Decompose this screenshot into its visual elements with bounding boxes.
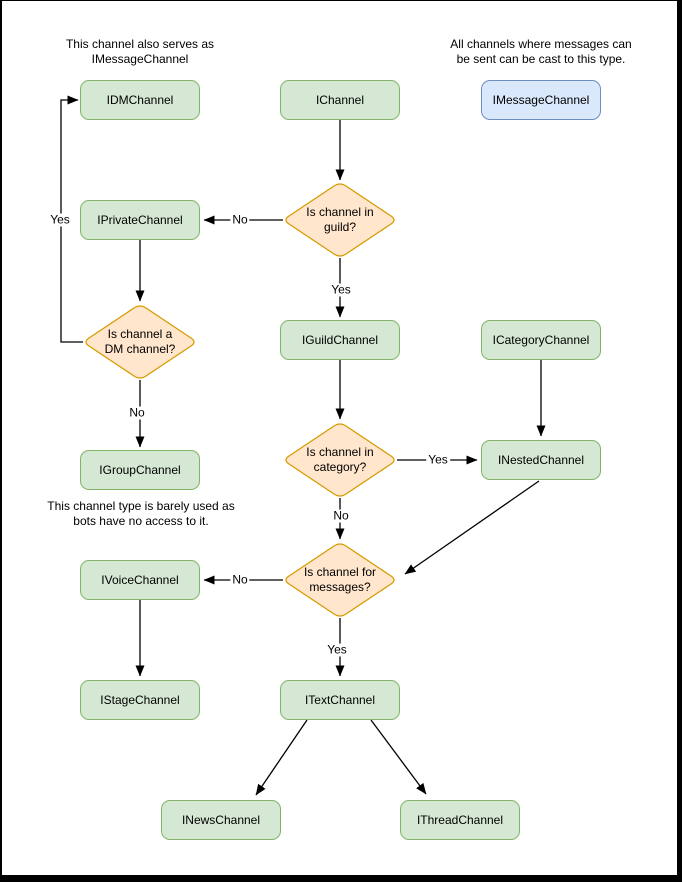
node-igroupchannel-label: IGroupChannel bbox=[99, 463, 181, 477]
node-iprivatechannel: IPrivateChannel bbox=[80, 200, 200, 240]
node-iguildchannel-label: IGuildChannel bbox=[301, 333, 379, 347]
decision-shape-is-channel-in-guild bbox=[285, 183, 395, 257]
node-idmchannel-label: IDMChannel bbox=[106, 93, 174, 107]
decision-is-channel-for-messages: Is channel for messages? bbox=[303, 565, 377, 594]
edge-label-guild-yes: Yes bbox=[329, 282, 353, 297]
decision-shape-is-channel-in-category bbox=[285, 423, 395, 497]
node-ichannel-label: IChannel bbox=[315, 93, 365, 107]
node-istagechannel-label: IStageChannel bbox=[100, 693, 180, 707]
node-ivoicechannel-label: IVoiceChannel bbox=[101, 573, 179, 587]
decision-is-channel-in-guild: Is channel in guild? bbox=[306, 205, 374, 234]
node-inestedchannel-label: INestedChannel bbox=[497, 453, 585, 467]
decision-is-channel-a-dm: Is channel a DM channel? bbox=[104, 327, 176, 356]
edge-label-messages-yes: Yes bbox=[325, 642, 349, 657]
decision-shape-is-channel-a-dm bbox=[85, 305, 195, 379]
note-group-barely-used: This channel type is barely used as bots… bbox=[47, 499, 235, 528]
edge-label-guild-no: No bbox=[230, 212, 250, 227]
edge-label-category-yes: Yes bbox=[426, 452, 450, 467]
node-ithreadchannel: IThreadChannel bbox=[400, 800, 520, 840]
edge-itextchannel-to-inewschannel bbox=[255, 719, 308, 796]
node-itextchannel: ITextChannel bbox=[280, 680, 400, 720]
node-inewschannel: INewsChannel bbox=[161, 800, 281, 840]
node-inewschannel-label: INewsChannel bbox=[181, 813, 261, 827]
node-ithreadchannel-label: IThreadChannel bbox=[416, 813, 504, 827]
node-idmchannel: IDMChannel bbox=[80, 80, 200, 120]
node-icategorychannel-label: ICategoryChannel bbox=[492, 333, 590, 347]
node-imessagechannel-label: IMessageChannel bbox=[492, 93, 590, 107]
edge-label-dm-no: No bbox=[127, 405, 147, 420]
node-istagechannel: IStageChannel bbox=[80, 680, 200, 720]
node-icategorychannel: ICategoryChannel bbox=[481, 320, 601, 360]
node-iguildchannel: IGuildChannel bbox=[280, 320, 400, 360]
note-dm-serves-imessage: This channel also serves as IMessageChan… bbox=[65, 37, 215, 66]
edge-label-category-no: No bbox=[331, 508, 351, 523]
node-iprivatechannel-label: IPrivateChannel bbox=[97, 213, 183, 227]
edge-itextchannel-to-ithreadchannel bbox=[370, 719, 427, 795]
node-ivoicechannel: IVoiceChannel bbox=[80, 560, 200, 600]
decision-shape-is-channel-for-messages bbox=[285, 543, 395, 617]
edge-inestedchannel-to-messages-decision bbox=[404, 480, 540, 575]
node-itextchannel-label: ITextChannel bbox=[304, 693, 376, 707]
node-ichannel: IChannel bbox=[280, 80, 400, 120]
edge-label-dm-yes: Yes bbox=[48, 212, 72, 227]
decision-is-channel-in-category: Is channel in category? bbox=[306, 445, 374, 474]
node-igroupchannel: IGroupChannel bbox=[80, 450, 200, 490]
note-imessage-cast: All channels where messages can be sent … bbox=[450, 37, 632, 66]
node-imessagechannel: IMessageChannel bbox=[481, 80, 601, 120]
edge-label-messages-no: No bbox=[230, 572, 250, 587]
node-inestedchannel: INestedChannel bbox=[481, 440, 601, 480]
